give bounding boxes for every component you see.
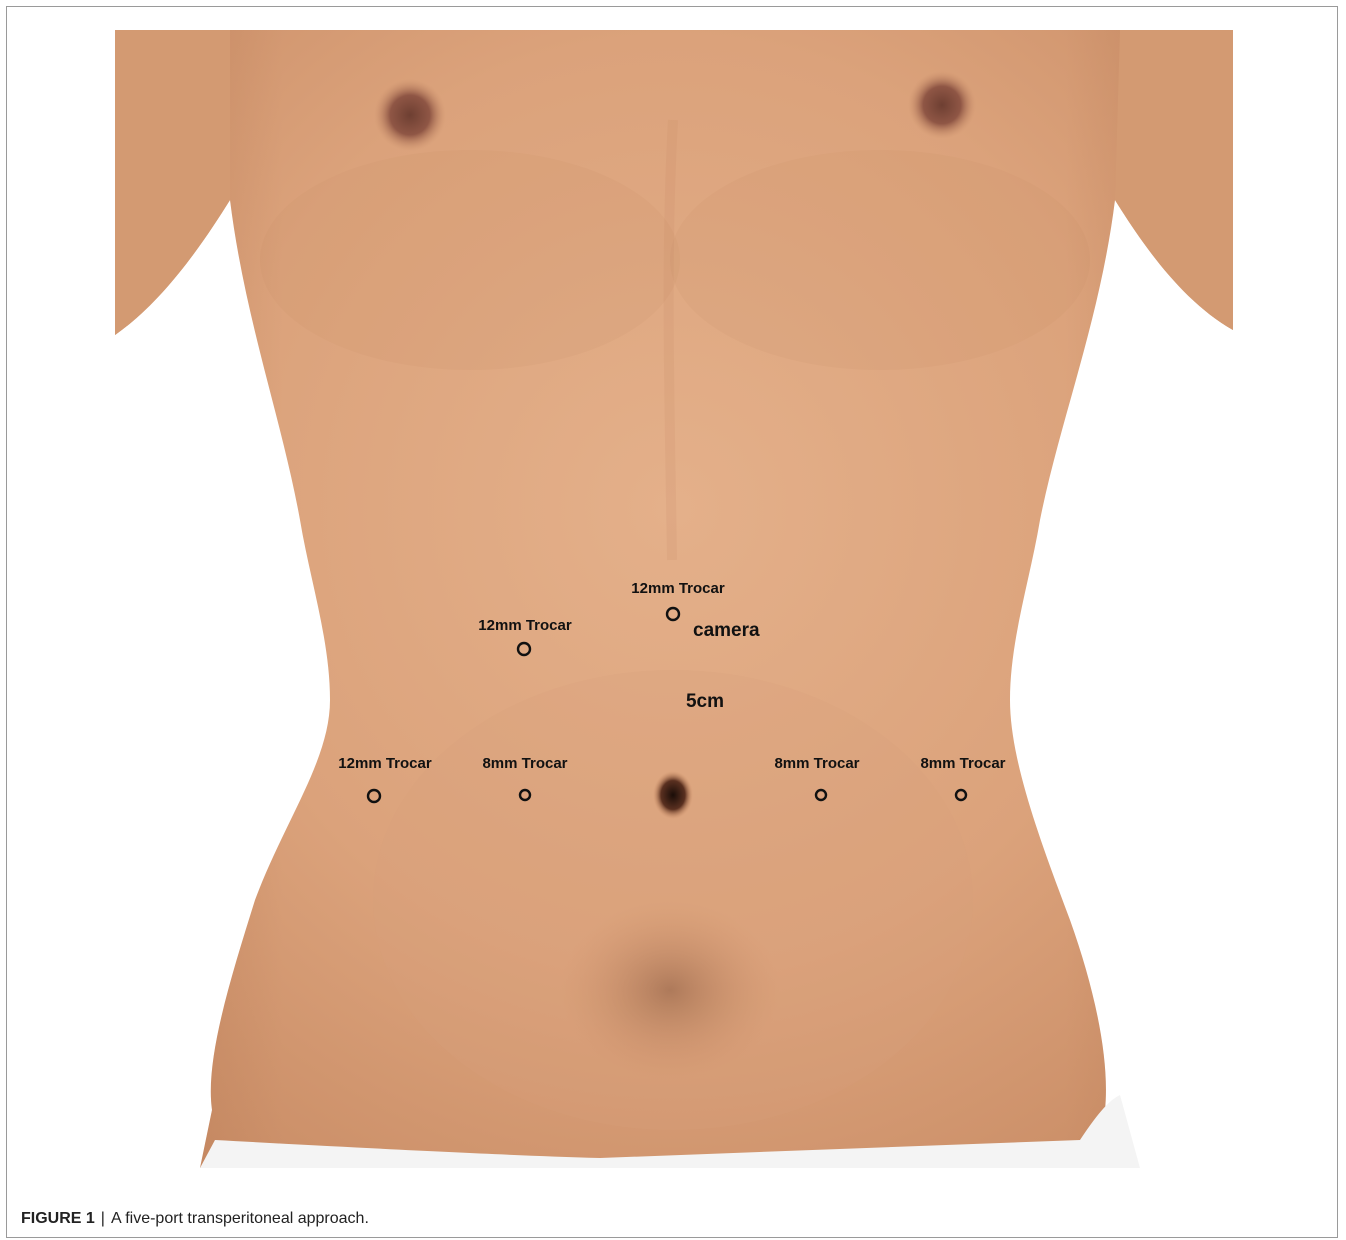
far-right-port-label: 8mm Trocar	[920, 755, 1005, 772]
caption-text: A five-port transperitoneal approach.	[111, 1210, 369, 1227]
distance-label: 5cm	[686, 691, 724, 712]
left-lower-port-label: 8mm Trocar	[482, 755, 567, 772]
far-left-port-label: 12mm Trocar	[338, 755, 432, 772]
caption-separator: |	[101, 1210, 105, 1227]
abdominal-hair	[560, 900, 780, 1080]
right-nipple	[908, 71, 976, 139]
right-lower-port-label: 8mm Trocar	[774, 755, 859, 772]
right-arm	[1115, 30, 1233, 330]
navel	[653, 771, 693, 819]
figure-caption: FIGURE 1 | A five-port transperitoneal app…	[21, 1210, 369, 1228]
left-nipple	[374, 79, 446, 151]
left-upper-port-label: 12mm Trocar	[478, 617, 572, 634]
left-arm	[115, 30, 230, 335]
figure-label: FIGURE 1	[21, 1210, 95, 1227]
camera-label: camera	[693, 620, 760, 641]
top-port-label: 12mm Trocar	[631, 580, 725, 597]
